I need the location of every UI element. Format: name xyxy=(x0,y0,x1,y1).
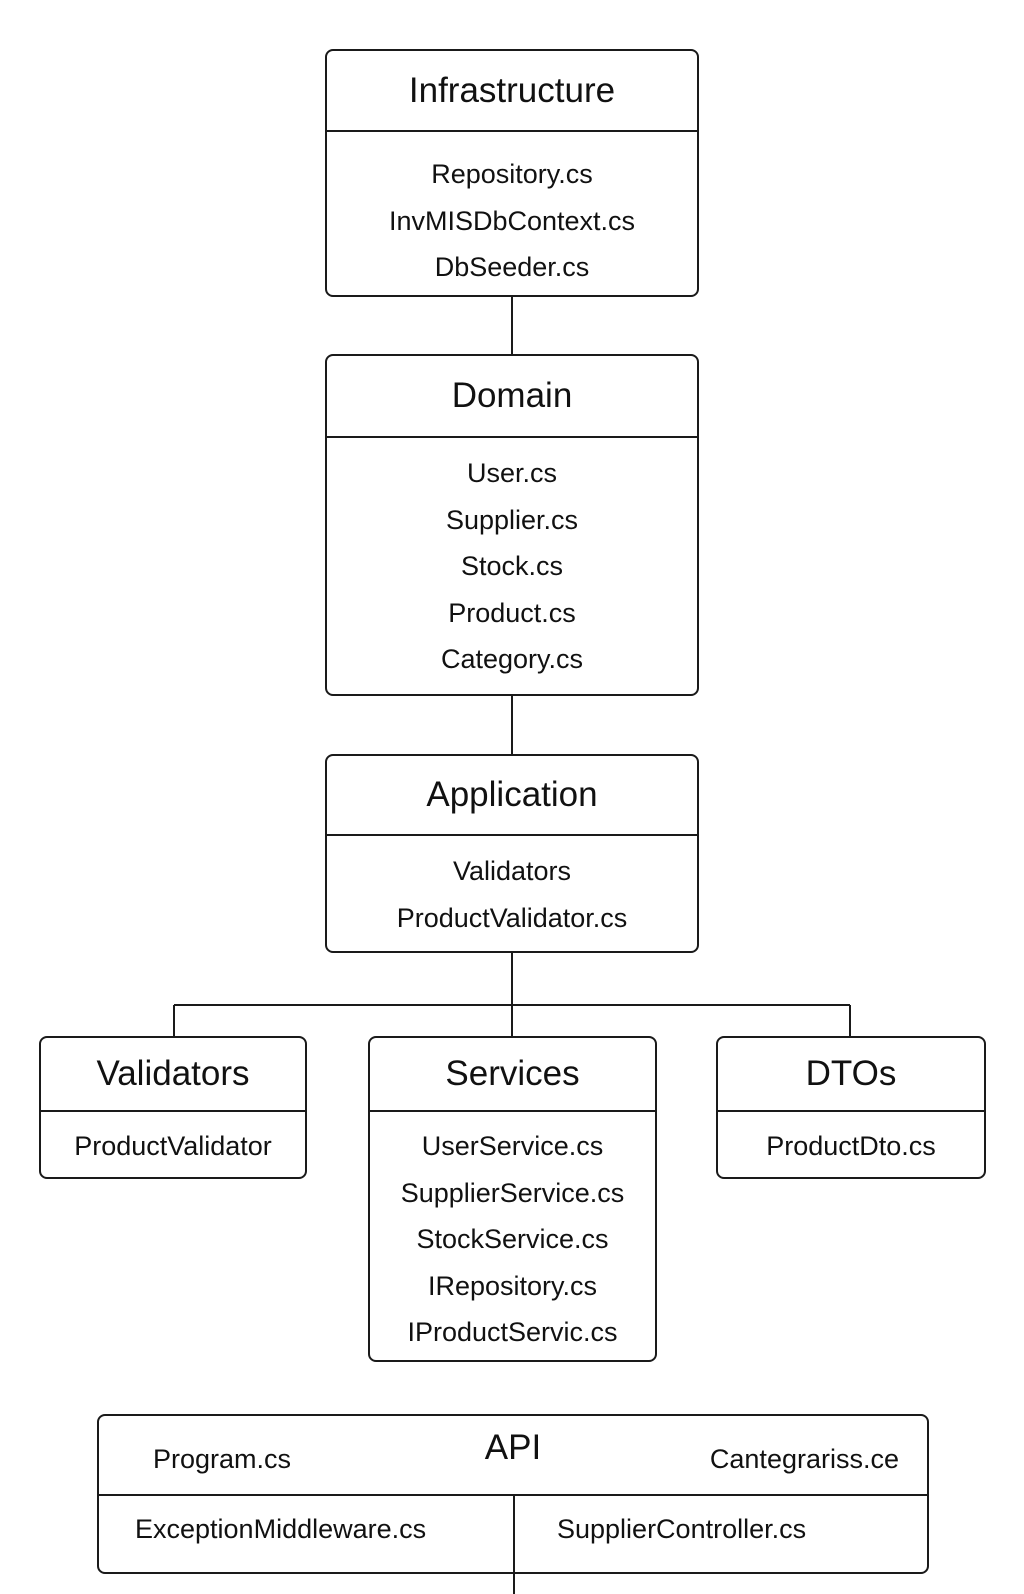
infrastructure-box: Infrastructure Repository.cs InvMISDbCon… xyxy=(325,49,699,297)
validators-items: ProductValidator xyxy=(41,1112,305,1170)
api-column-divider xyxy=(513,1494,515,1594)
file-item: Supplier.cs xyxy=(445,504,579,535)
file-item: SupplierService.cs xyxy=(400,1177,625,1208)
file-item: StockService.cs xyxy=(416,1224,609,1254)
file-item: Validators xyxy=(452,856,572,886)
file-item: Repository.cs xyxy=(431,159,593,189)
file-item: Stock.cs xyxy=(460,551,564,581)
dtos-title: DTOs xyxy=(718,1038,984,1112)
file-item: SupplierController.cs xyxy=(557,1514,807,1544)
file-item: IProductServic.cs xyxy=(407,1317,618,1347)
file-item: UserService.cs xyxy=(421,1131,604,1161)
file-item: Product.cs xyxy=(448,597,576,628)
file-item: InvMISDbContext.cs xyxy=(388,205,636,236)
file-item: User.cs xyxy=(466,458,558,488)
api-title: API xyxy=(484,1428,542,1467)
services-title: Services xyxy=(370,1038,655,1112)
application-box: Application Validators ProductValidator.… xyxy=(325,754,699,953)
services-items: UserService.cs SupplierService.cs StockS… xyxy=(370,1112,655,1356)
dtos-items: ProductDto.cs xyxy=(718,1112,984,1170)
domain-box: Domain User.cs Supplier.cs Stock.cs Prod… xyxy=(325,354,699,696)
api-right-column: SupplierController.cs xyxy=(557,1514,806,1545)
file-item: Category.cs xyxy=(440,644,584,674)
api-program-file: Program.cs xyxy=(153,1444,292,1474)
api-box: Program.cs API Cantegrariss.ce Exception… xyxy=(97,1414,929,1594)
api-categories-file: Cantegrariss.ce xyxy=(709,1444,899,1474)
file-item: IRepository.cs xyxy=(427,1270,598,1301)
domain-items: User.cs Supplier.cs Stock.cs Product.cs … xyxy=(327,438,697,683)
validators-box: Validators ProductValidator xyxy=(39,1036,307,1179)
api-header: Program.cs API Cantegrariss.ce xyxy=(99,1416,927,1496)
api-left-column: ExceptionMiddleware.cs xyxy=(135,1514,426,1545)
validators-title: Validators xyxy=(41,1038,305,1112)
file-item: DbSeeder.cs xyxy=(434,252,590,282)
file-item: ProductValidator.cs xyxy=(396,902,628,933)
infrastructure-title: Infrastructure xyxy=(327,51,697,132)
file-item: ExceptionMiddleware.cs xyxy=(135,1514,427,1544)
domain-title: Domain xyxy=(327,356,697,438)
services-box: Services UserService.cs SupplierService.… xyxy=(368,1036,657,1362)
dtos-box: DTOs ProductDto.cs xyxy=(716,1036,986,1179)
application-items: Validators ProductValidator.cs xyxy=(327,836,697,941)
file-item: ProductValidator xyxy=(74,1131,272,1161)
file-item: ProductDto.cs xyxy=(766,1131,936,1161)
application-title: Application xyxy=(327,756,697,836)
infrastructure-items: Repository.cs InvMISDbContext.cs DbSeede… xyxy=(327,132,697,291)
